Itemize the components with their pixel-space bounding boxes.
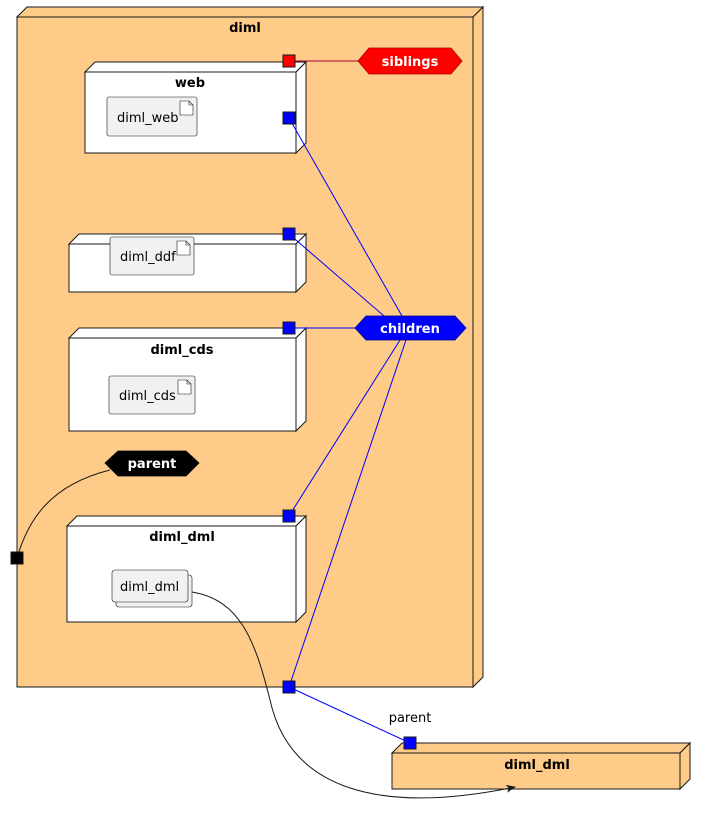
artifact-diml-dml-stack: diml_dml [111,569,193,608]
artifact-diml-cds-label: diml_cds [119,389,176,404]
artifact-diml-dml-label: diml_dml [120,580,179,595]
port-package-children [282,680,296,694]
file-icon [177,379,192,395]
node-ddf: ddf diml_ddf [67,232,308,294]
node-diml-dml-title: diml_dml [149,530,215,545]
edges-children [288,117,411,744]
edge-label-parent: parent [389,711,432,726]
artifact-diml-web: diml_web [106,96,198,137]
port-web-siblings [282,54,296,68]
node-diml-cds-title: diml_cds [150,343,213,358]
hexagon-siblings: siblings [357,47,463,75]
hexagon-children-label: children [380,322,440,337]
node-diml-dml: diml_dml diml_dml [65,514,308,624]
external-node-diml-dml: diml_dml [390,741,692,791]
hexagon-parent-label: parent [128,457,177,472]
edge-parent [16,469,111,559]
port-package-parent [10,551,24,565]
port-external-parent [403,736,417,750]
node-diml-cds: diml_cds diml_cds [67,326,308,433]
artifact-diml-ddf: diml_ddf [109,236,195,276]
ports [10,54,417,750]
file-icon [176,240,191,256]
file-icon [179,100,194,116]
external-node-title: diml_dml [504,758,570,773]
hexagon-parent: parent [104,450,200,477]
hexagon-siblings-label: siblings [382,55,439,70]
artifact-diml-ddf-label: diml_ddf [120,250,176,265]
port-dml-children [282,509,296,523]
node-web: web diml_web [83,60,308,155]
port-web-children [282,111,296,125]
edge-artifact-to-external [191,591,516,799]
package-diml-title: diml [229,21,261,36]
artifact-diml-web-label: diml_web [117,111,179,126]
node-web-title: web [175,76,205,91]
artifact-diml-cds: diml_cds [108,375,196,415]
hexagon-children: children [354,315,467,341]
port-ddf-children [282,227,296,241]
port-cds-children [282,321,296,335]
